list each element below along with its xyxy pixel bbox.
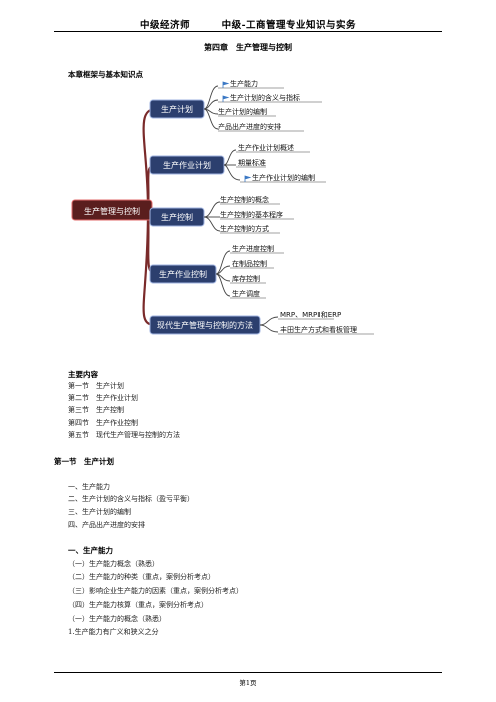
content-item: 第二节 生产作业计划	[68, 394, 138, 402]
child-label: 生产作业计划的编制	[252, 173, 315, 182]
root-node: 生产管理与控制	[71, 199, 153, 221]
child-label: 生产控制的方式	[220, 224, 269, 233]
framework-title: 本章框架与基本知识点	[68, 70, 143, 79]
child-label: 生产能力	[230, 79, 258, 88]
child-label: 生产计划的含义与指标	[230, 93, 300, 102]
content-item: 第三节 生产控制	[68, 406, 124, 414]
child-label: 生产计划的编制	[218, 107, 267, 116]
branch-node-2: 生产作业计划	[149, 155, 225, 175]
child-label: 生产调度	[232, 289, 260, 298]
branch-node-1: 生产计划	[149, 99, 205, 119]
branch-label-5: 现代生产管理与控制的方法	[157, 320, 253, 330]
child-label: 生产控制的概念	[220, 195, 269, 204]
branch-label-3: 生产控制	[161, 212, 193, 222]
section-item: 四、产品出产进度的安排	[68, 521, 145, 529]
page-footer: 第1页	[239, 679, 257, 687]
capacity-item: （一）生产能力概念（熟悉）	[68, 560, 159, 568]
flag-icon	[244, 175, 252, 182]
section-title: 第一节 生产计划	[54, 457, 114, 466]
child-label: 产品出产进度的安排	[218, 122, 281, 131]
capacity-item: （二）生产能力的种类（重点，案例分析考点）	[68, 573, 215, 581]
branch-label-1: 生产计划	[161, 104, 193, 114]
chapter-title: 第四章 生产管理与控制	[204, 43, 292, 52]
capacity-item: （四）生产能力核算（重点，案例分析考点）	[68, 601, 208, 609]
branch-label-2: 生产作业计划	[163, 160, 211, 170]
child-label: 生产作业计划概述	[238, 143, 294, 152]
child-label: MRP、MRPⅡ和ERP	[280, 310, 341, 319]
root-label: 生产管理与控制	[84, 206, 140, 216]
child-label: 生产控制的基本程序	[220, 210, 283, 219]
branch-label-4: 生产作业控制	[159, 269, 207, 279]
page-header: 中级经济师 中级-工商管理专业知识与实务	[0, 17, 496, 31]
child-label: 库存控制	[232, 274, 260, 283]
section-item: 一、生产能力	[68, 483, 110, 491]
capacity-title: 一、生产能力	[68, 546, 113, 555]
content-item: 第五节 现代生产管理与控制的方法	[68, 431, 180, 439]
flag-icon	[222, 81, 230, 88]
section-item: 二、生产计划的含义与指标（盈亏平衡）	[68, 495, 194, 503]
capacity-note: 1.生产能力有广义和狭义之分	[68, 628, 159, 636]
content-item: 第四节 生产作业控制	[68, 419, 138, 427]
child-label: 丰田生产方式和看板管理	[280, 325, 357, 334]
content-item: 第一节 生产计划	[68, 382, 124, 390]
capacity-item: （三）影响企业生产能力的因素（重点，案例分析考点）	[68, 587, 243, 595]
main-content-title: 主要内容	[68, 370, 98, 379]
capacity-item: （一）生产能力的概念（熟悉）	[68, 615, 166, 623]
header-rule	[54, 31, 442, 32]
child-label: 在制品控制	[232, 259, 267, 268]
mindmap: 生产管理与控制 生产计划 生产作业计划 生产控制 生产作业控制 现代生产管理与控…	[71, 79, 374, 335]
branch-node-3: 生产控制	[149, 207, 205, 227]
child-label: 期量标准	[238, 158, 266, 167]
flag-icon	[222, 95, 230, 102]
section-item: 三、生产计划的编制	[68, 508, 131, 516]
child-label: 生产进度控制	[232, 244, 274, 253]
branch-node-5: 现代生产管理与控制的方法	[149, 315, 261, 335]
header-left: 中级经济师	[139, 20, 190, 31]
footer-rule	[54, 672, 442, 673]
branch-node-4: 生产作业控制	[149, 264, 217, 284]
header-right: 中级-工商管理专业知识与实务	[221, 20, 357, 31]
